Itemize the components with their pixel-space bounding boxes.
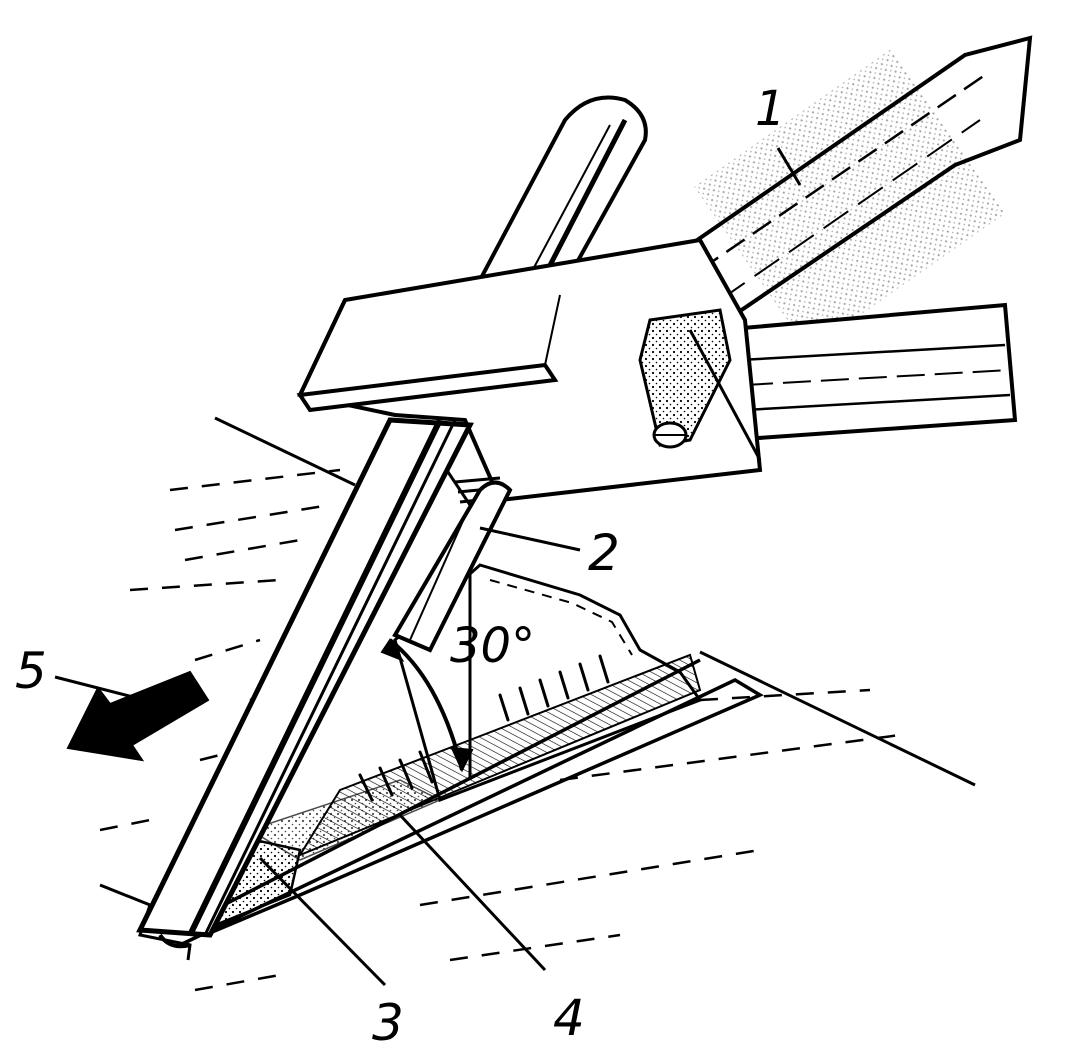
- clamp-block: [296, 237, 763, 507]
- electrode-holder: [688, 35, 1033, 351]
- label-5: 5: [15, 642, 47, 700]
- electrode: [392, 480, 513, 653]
- leader-1: [776, 147, 802, 186]
- holder-tube: [717, 302, 1018, 443]
- leader-3: [258, 856, 387, 987]
- label-3: 3: [372, 994, 404, 1052]
- label-2: 2: [588, 524, 620, 582]
- label-4: 4: [553, 989, 585, 1047]
- rear-rod: [476, 95, 648, 283]
- leader-4: [398, 813, 547, 972]
- angle-indicator: [380, 570, 474, 780]
- label-angle: 30°: [450, 618, 535, 674]
- guide-rod: [136, 417, 474, 949]
- label-1: 1: [755, 81, 786, 137]
- leader-2: [479, 526, 581, 552]
- arrow-down-left-icon: [66, 670, 210, 762]
